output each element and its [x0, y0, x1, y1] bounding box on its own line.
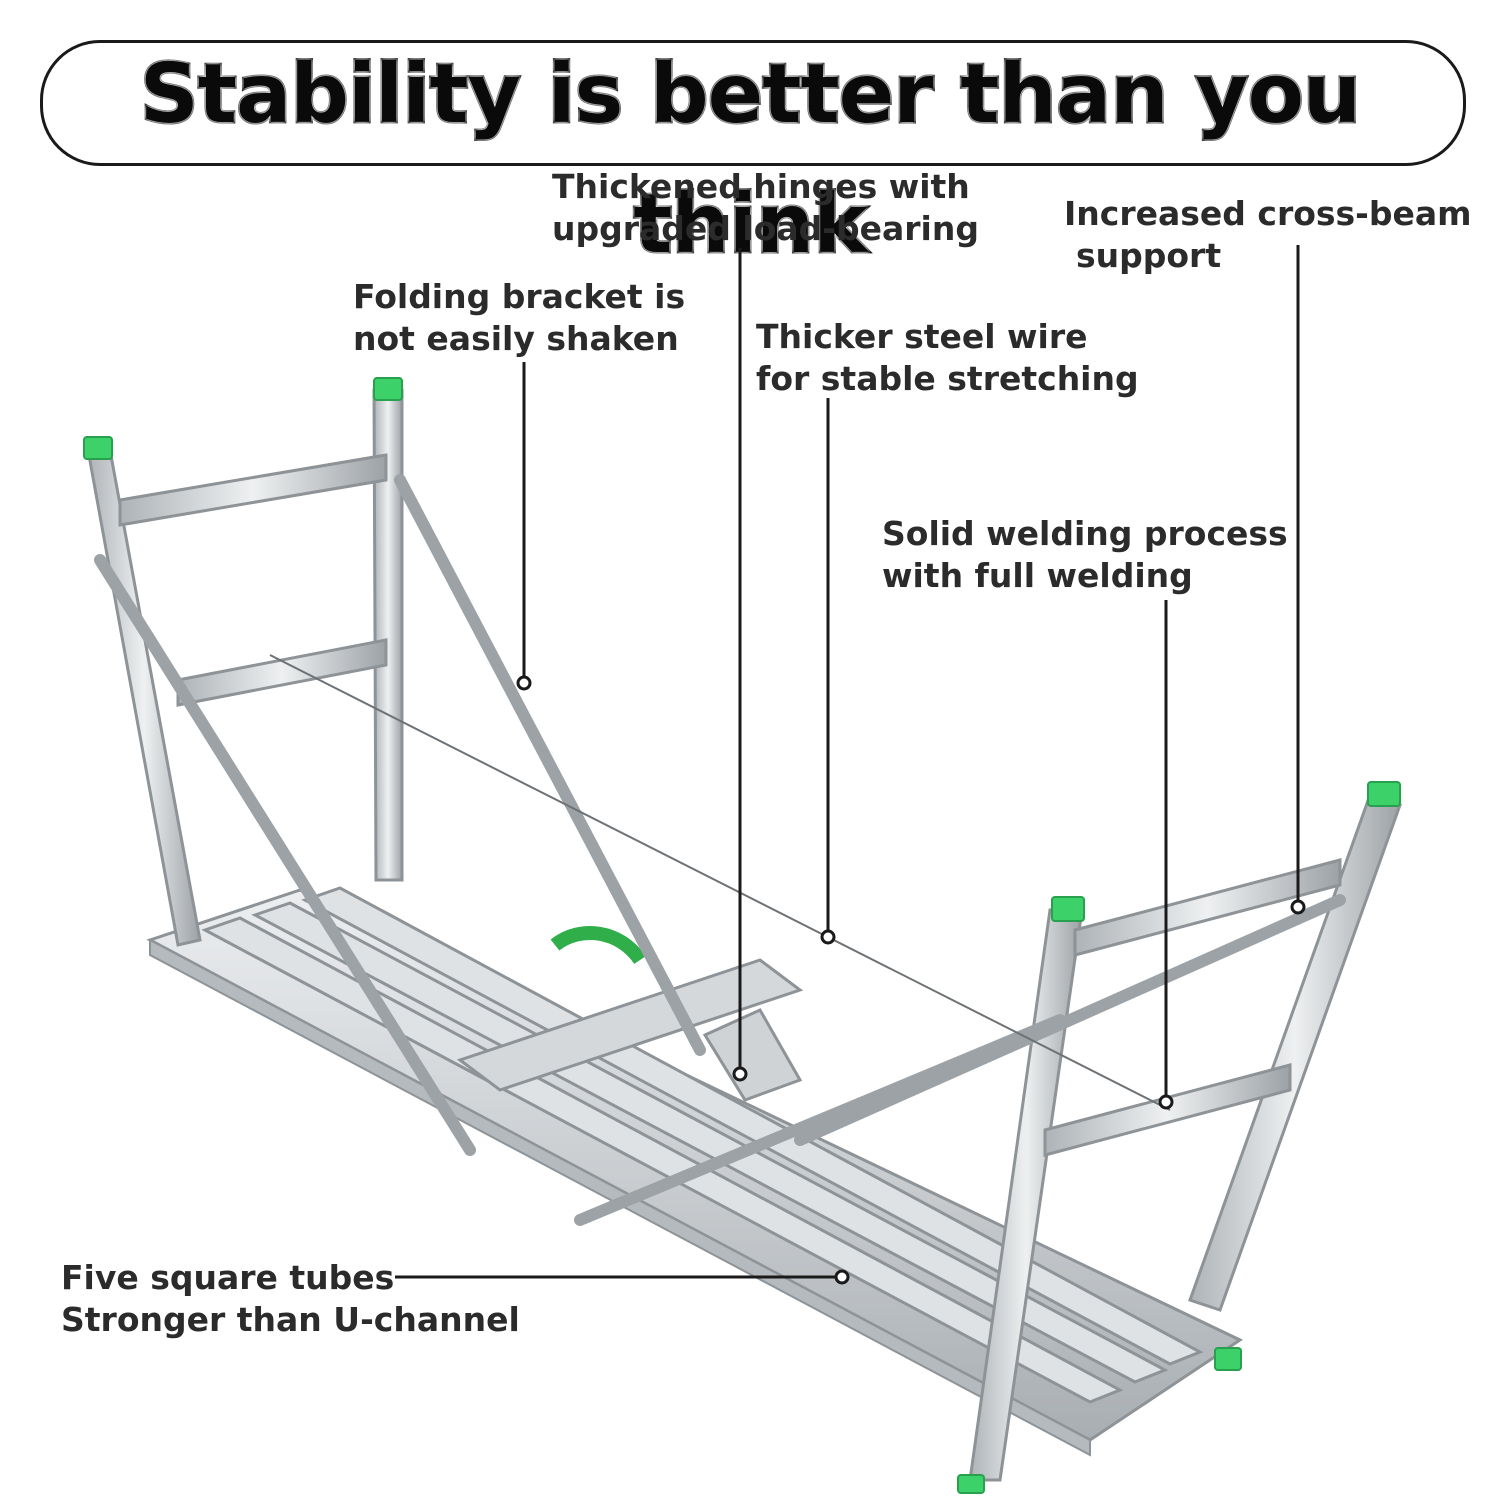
strap	[550, 926, 646, 965]
callout-hinges: Thickened hinges with upgraded load-bear…	[552, 166, 979, 250]
callout-wire: Thicker steel wire for stable stretching	[756, 316, 1139, 400]
callout-welding: Solid welding process with full welding	[882, 513, 1288, 597]
headline-outline	[40, 40, 1466, 166]
left-braces	[94, 474, 706, 1156]
callout-bracket-line2: not easily shaken	[353, 319, 679, 358]
callout-bracket-line1: Folding bracket is	[353, 277, 686, 316]
callout-bracket: Folding bracket is not easily shaken	[353, 276, 685, 360]
callout-crossbeam-line2: support	[1076, 236, 1222, 275]
steel-wire	[269, 654, 1171, 1111]
callout-tubes: Five square tubes Stronger than U-channe…	[61, 1257, 520, 1341]
callout-wire-line1: Thicker steel wire	[756, 317, 1088, 356]
callout-wire-line2: for stable stretching	[756, 359, 1139, 398]
leader-lines	[395, 245, 1306, 1285]
callout-crossbeam: Increased cross-beam support	[1064, 193, 1472, 277]
callout-crossbeam-line1: Increased cross-beam	[1064, 194, 1472, 233]
callout-hinges-line2: upgraded load-bearing	[552, 209, 979, 248]
callout-welding-line1: Solid welding process	[882, 514, 1288, 553]
callout-tubes-line1: Five square tubes	[61, 1258, 395, 1297]
left-frame	[86, 388, 404, 947]
callout-hinges-line1: Thickened hinges with	[552, 167, 970, 206]
headline: Stability is better than you think	[138, 46, 1363, 274]
right-braces	[574, 894, 1346, 1226]
right-frame	[968, 793, 1402, 1482]
callout-tubes-line2: Stronger than U-channel	[61, 1300, 520, 1339]
hinge-plate	[702, 1008, 803, 1102]
callout-welding-line2: with full welding	[882, 556, 1193, 595]
foot-caps	[83, 377, 1401, 1494]
